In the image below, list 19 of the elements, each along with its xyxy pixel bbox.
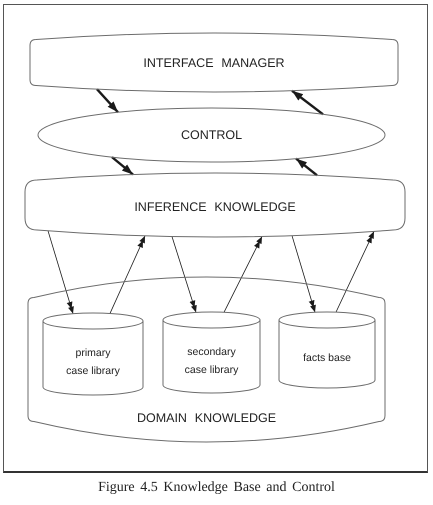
layer-band xyxy=(30,33,398,92)
node-label: INFERENCE KNOWLEDGE xyxy=(134,199,296,215)
arrow xyxy=(96,88,119,114)
node-label: facts base xyxy=(303,351,351,366)
figure-caption: Figure 4.5 Knowledge Base and Control xyxy=(98,479,335,497)
arrow xyxy=(291,90,324,116)
layer-band xyxy=(28,277,385,442)
node-label: INTERFACE MANAGER xyxy=(143,54,285,70)
arrow xyxy=(111,156,134,176)
database-cylinder xyxy=(279,312,375,388)
node-label: primary case library xyxy=(65,346,121,379)
control-ellipse xyxy=(38,108,385,162)
node-label: DOMAIN KNOWLEDGE xyxy=(136,410,276,426)
node-label: CONTROL xyxy=(180,127,242,143)
database-cylinder xyxy=(163,312,260,393)
database-cylinder xyxy=(43,313,143,395)
node-label: secondary case library xyxy=(184,344,240,378)
layer-band xyxy=(25,173,405,237)
arrow xyxy=(295,158,318,176)
